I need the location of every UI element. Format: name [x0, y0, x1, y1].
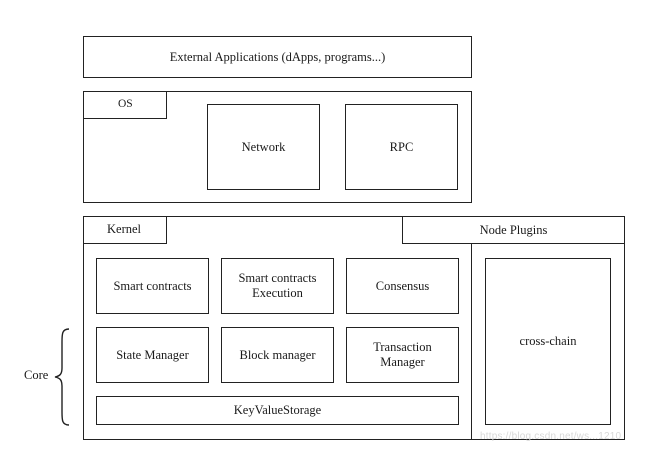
kernel-tab [83, 216, 167, 244]
smart-contracts-execution-label: Smart contracts Execution [238, 271, 317, 300]
core-label: Core [24, 368, 49, 382]
smart-contracts-label: Smart contracts [113, 278, 192, 293]
state-manager-box [96, 327, 209, 383]
smart-contracts-execution-box [221, 258, 334, 314]
transaction-manager-label: Transaction Manager [373, 340, 432, 369]
network-label: Network [241, 139, 286, 154]
watermark-text: https://blog.csdn.net/ws...1210 [480, 431, 622, 442]
rpc-box [345, 104, 458, 190]
node-plugins-header-box [402, 216, 625, 244]
transaction-manager-box [346, 327, 459, 383]
smart-contracts-box [96, 258, 209, 314]
cross-chain-label: cross-chain [519, 334, 577, 348]
core-brace-icon [54, 328, 70, 426]
network-box [207, 104, 320, 190]
key-value-storage-label: KeyValueStorage [233, 403, 322, 417]
os-tab [83, 91, 167, 119]
state-manager-label: State Manager [116, 347, 189, 362]
block-manager-box [221, 327, 334, 383]
cross-chain-box [485, 258, 611, 425]
os-title: OS [118, 97, 133, 110]
consensus-box [346, 258, 459, 314]
node-plugins-title: Node Plugins [479, 222, 548, 237]
kernel-title: Kernel [107, 221, 142, 236]
consensus-label: Consensus [375, 278, 430, 293]
external-applications-label: External Applications (dApps, programs..… [169, 49, 386, 64]
block-manager-label: Block manager [239, 347, 316, 362]
key-value-storage-box [96, 396, 459, 425]
rpc-label: RPC [389, 139, 414, 154]
external-applications-box [83, 36, 472, 78]
